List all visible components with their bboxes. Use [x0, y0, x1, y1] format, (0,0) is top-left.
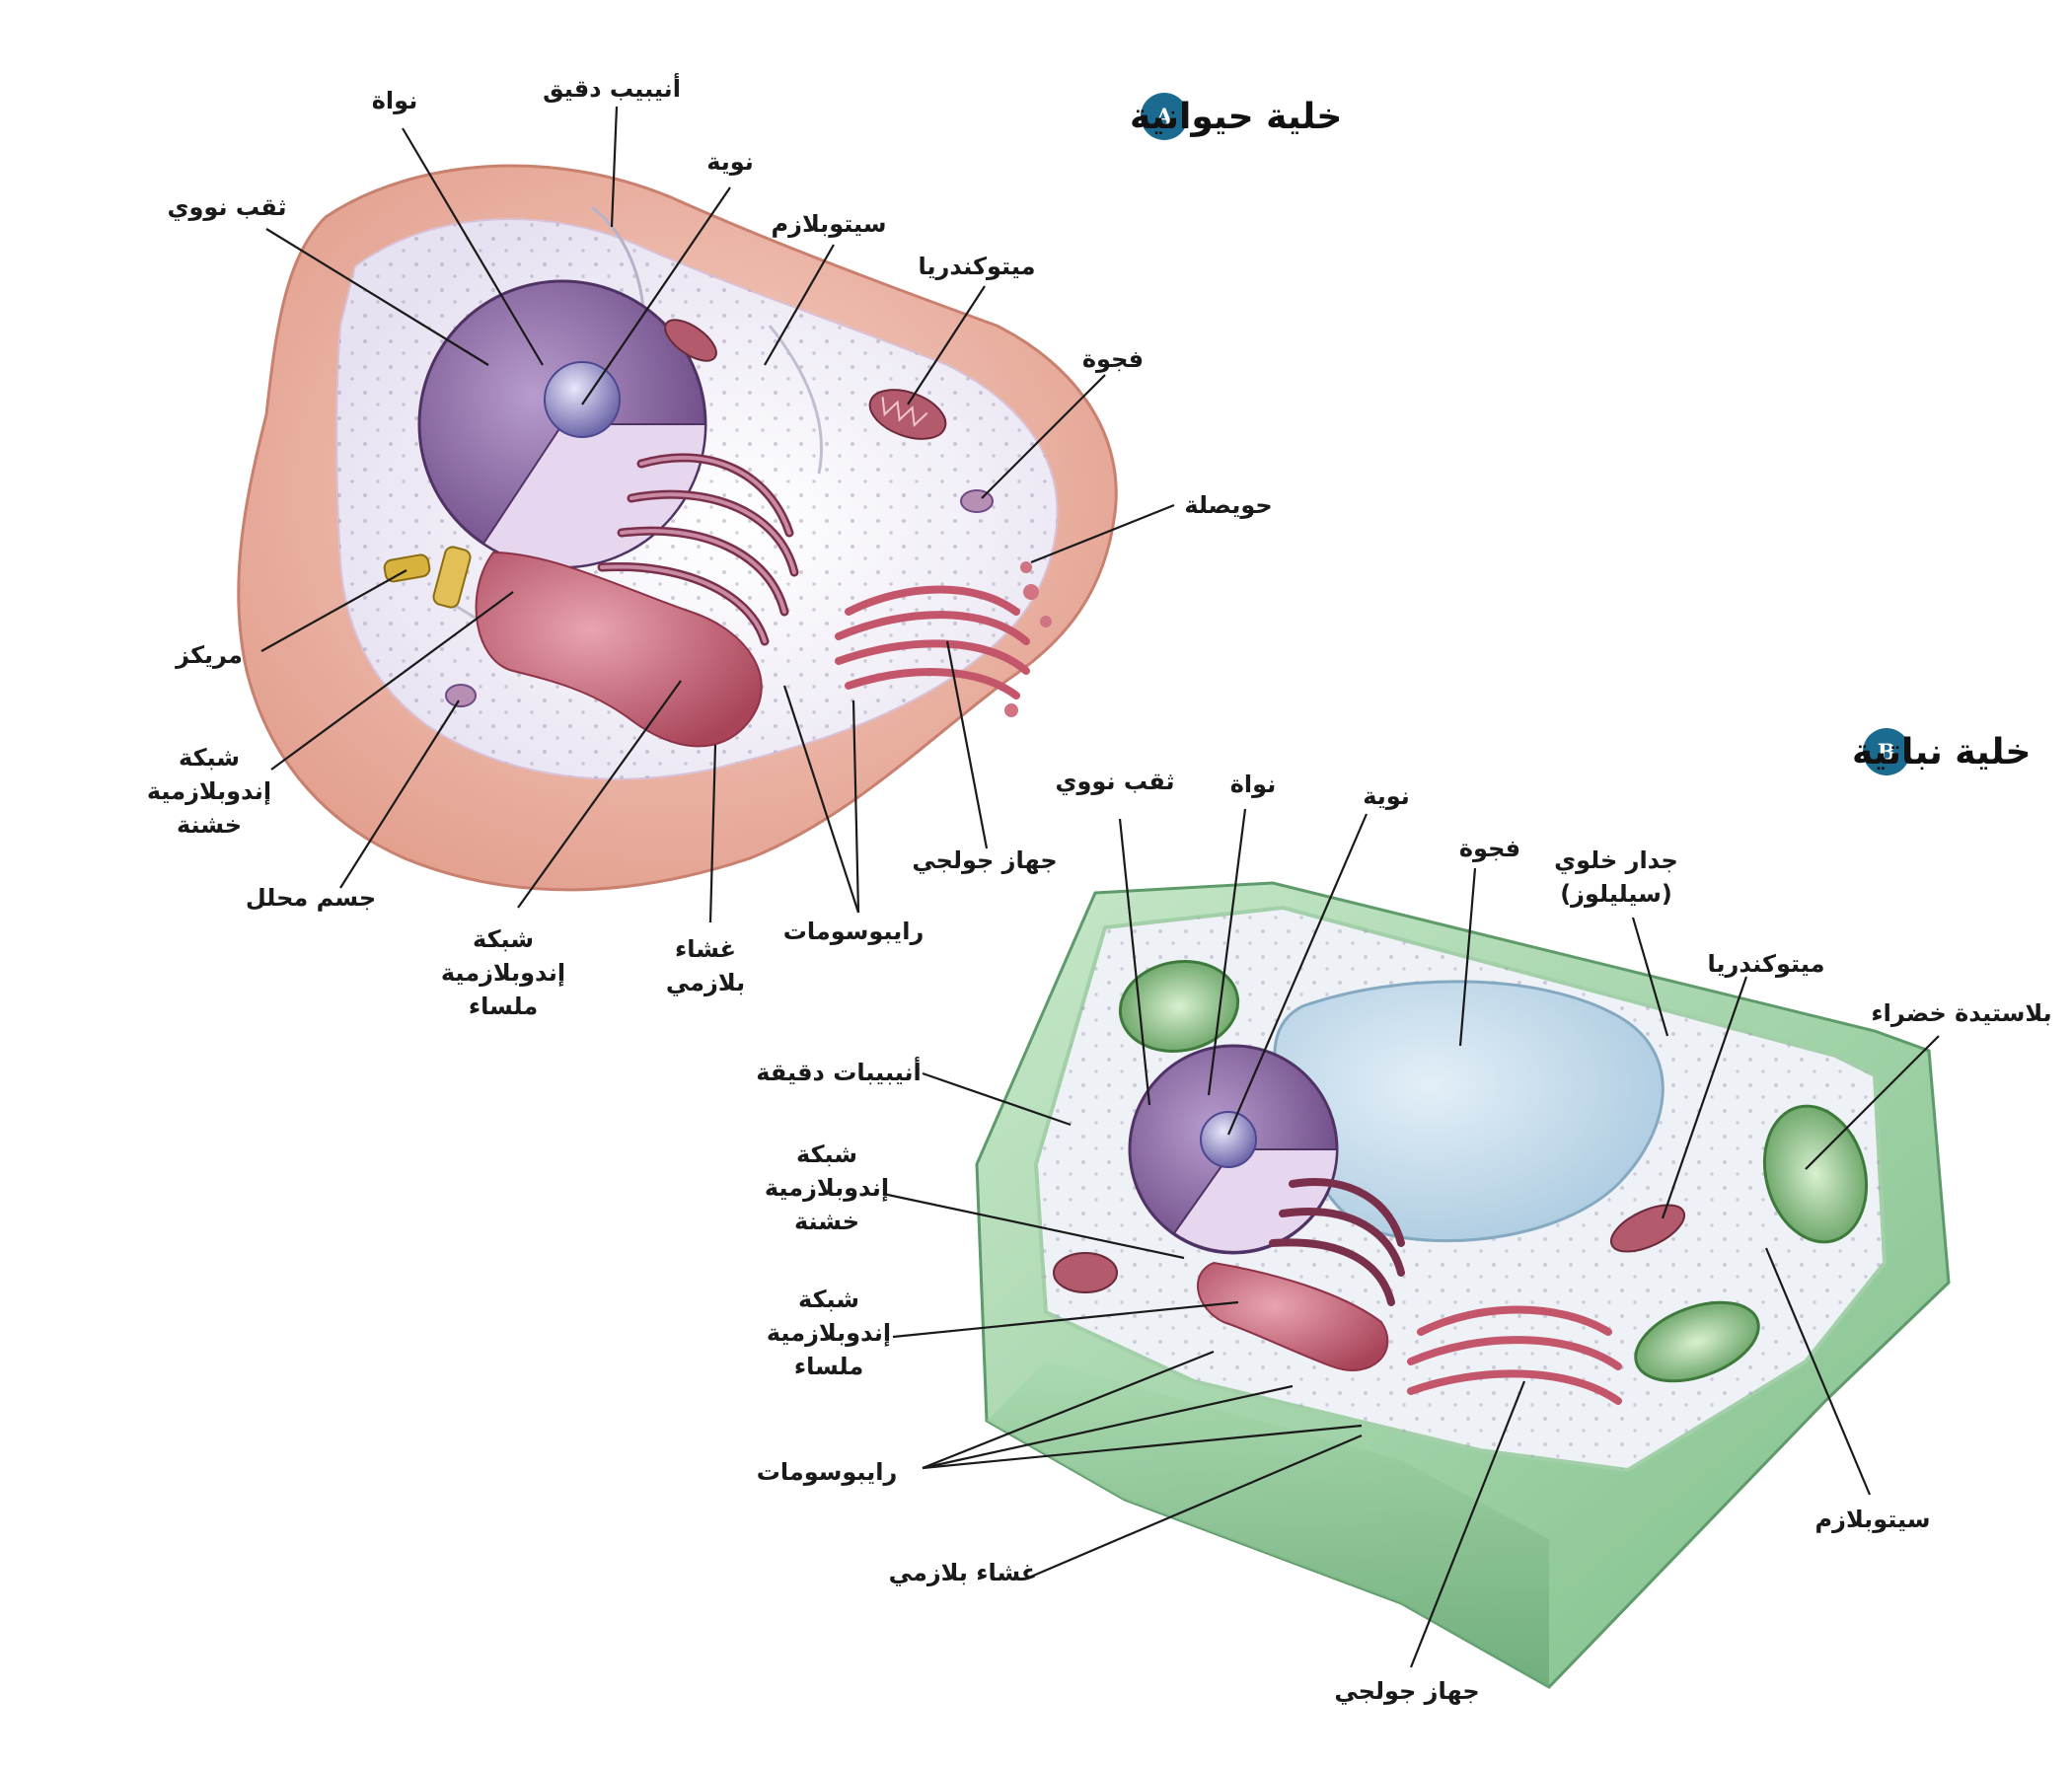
plant-rough-er [1269, 1178, 1405, 1306]
label-a-nuclear-pore: ثقب نووي [167, 193, 286, 221]
label-b-nucleus: نواة [1230, 771, 1276, 798]
label-b-rough-er-1: شبكة [796, 1141, 857, 1168]
label-a-rough-er-1: شبكة [179, 744, 240, 772]
panel-b-badge: B [1878, 740, 1896, 766]
label-a-smooth-er-2: إندوبلازمية [441, 959, 565, 987]
plant-nucleus [1128, 1044, 1339, 1255]
label-b-rough-er-2: إندوبلازمية [765, 1174, 889, 1202]
label-b-vacuole: فجوة [1459, 835, 1520, 862]
animal-smooth-er [475, 551, 763, 748]
label-a-golgi: جهاز جولجي [912, 846, 1057, 874]
label-b-cell-wall-1: جدار خلوي [1554, 846, 1678, 874]
label-b-smooth-er-2: إندوبلازمية [767, 1319, 891, 1347]
label-a-centriole: مريكز [175, 641, 243, 669]
plant-nucleolus [1200, 1111, 1257, 1168]
label-b-smooth-er-1: شبكة [798, 1286, 859, 1313]
label-a-vacuole: فجوة [1082, 345, 1144, 373]
label-a-plasma-membrane-1: غشاء [675, 935, 736, 963]
label-b-ribosomes: رايبوسومات [757, 1458, 898, 1486]
plant-golgi [1407, 1305, 1622, 1405]
plant-smooth-er [1197, 1261, 1389, 1371]
label-b-nuclear-pore: ثقب نووي [1055, 768, 1174, 795]
panel-b-title: خلية نباتية [1852, 732, 2031, 773]
panel-b-labels: ثقب نووي نواة نوية فجوة جدار خلوي (سيليل… [756, 768, 2051, 1705]
animal-nucleolus [544, 361, 621, 438]
panel-a-badge: A [1154, 105, 1173, 130]
label-a-plasma-membrane-2: بلازمي [666, 969, 745, 996]
plant-cell-illustration [975, 881, 1951, 1689]
label-a-nucleus: نواة [372, 87, 417, 114]
plant-mitochondrion [1053, 1204, 1686, 1293]
label-b-smooth-er-3: ملساء [794, 1353, 863, 1380]
animal-vesicle [1020, 561, 1032, 573]
label-a-rough-er-3: خشنة [177, 811, 242, 839]
label-a-microtubule: أنيبيب دقيق [543, 73, 681, 103]
label-a-smooth-er-3: ملساء [469, 993, 538, 1020]
label-a-smooth-er-1: شبكة [473, 925, 534, 953]
animal-mitochondrion [868, 389, 947, 440]
label-a-vesicle: حويصلة [1184, 491, 1272, 519]
animal-cell-illustration [237, 164, 1118, 892]
plant-chloroplast [1118, 959, 1869, 1383]
label-b-microtubules: أنيبيبات دقيقة [756, 1057, 922, 1086]
panel-b-heading: B خلية نباتية [1852, 728, 2031, 775]
label-b-cytoplasm: سيتوبلازم [1815, 1506, 1931, 1533]
label-a-lysosome: جسم محلل [246, 884, 376, 912]
label-b-cell-wall-2: (سيليلوز) [1560, 880, 1672, 908]
label-b-plasma-membrane: غشاء بلازمي [889, 1559, 1038, 1586]
animal-golgi [835, 585, 1030, 699]
panel-a-heading: A خلية حيوانية [1130, 93, 1342, 140]
label-b-rough-er-3: خشنة [794, 1208, 859, 1235]
label-a-rough-er-2: إندوبلازمية [147, 777, 271, 805]
label-a-nucleolus: نوية [706, 148, 754, 176]
label-b-golgi: جهاز جولجي [1334, 1677, 1479, 1705]
animal-lysosome [445, 684, 477, 707]
label-a-cytoplasm: سيتوبلازم [772, 210, 887, 238]
label-b-mitochondria: ميتوكندريا [1708, 950, 1825, 978]
panel-a-labels: نواة أنيبيب دقيق نوية ثقب نووي سيتوبلازم… [147, 73, 1273, 1020]
label-a-ribosomes: رايبوسومات [783, 918, 925, 945]
animal-centriole [383, 546, 472, 609]
panel-a-title: خلية حيوانية [1130, 97, 1342, 137]
animal-nucleus [417, 279, 707, 569]
leader-lines [260, 106, 1940, 1668]
label-b-chloroplast: بلاستيدة خضراء [1871, 999, 2051, 1027]
label-b-nucleolus: نوية [1363, 782, 1410, 810]
label-a-mitochondria: ميتوكندريا [919, 253, 1036, 280]
